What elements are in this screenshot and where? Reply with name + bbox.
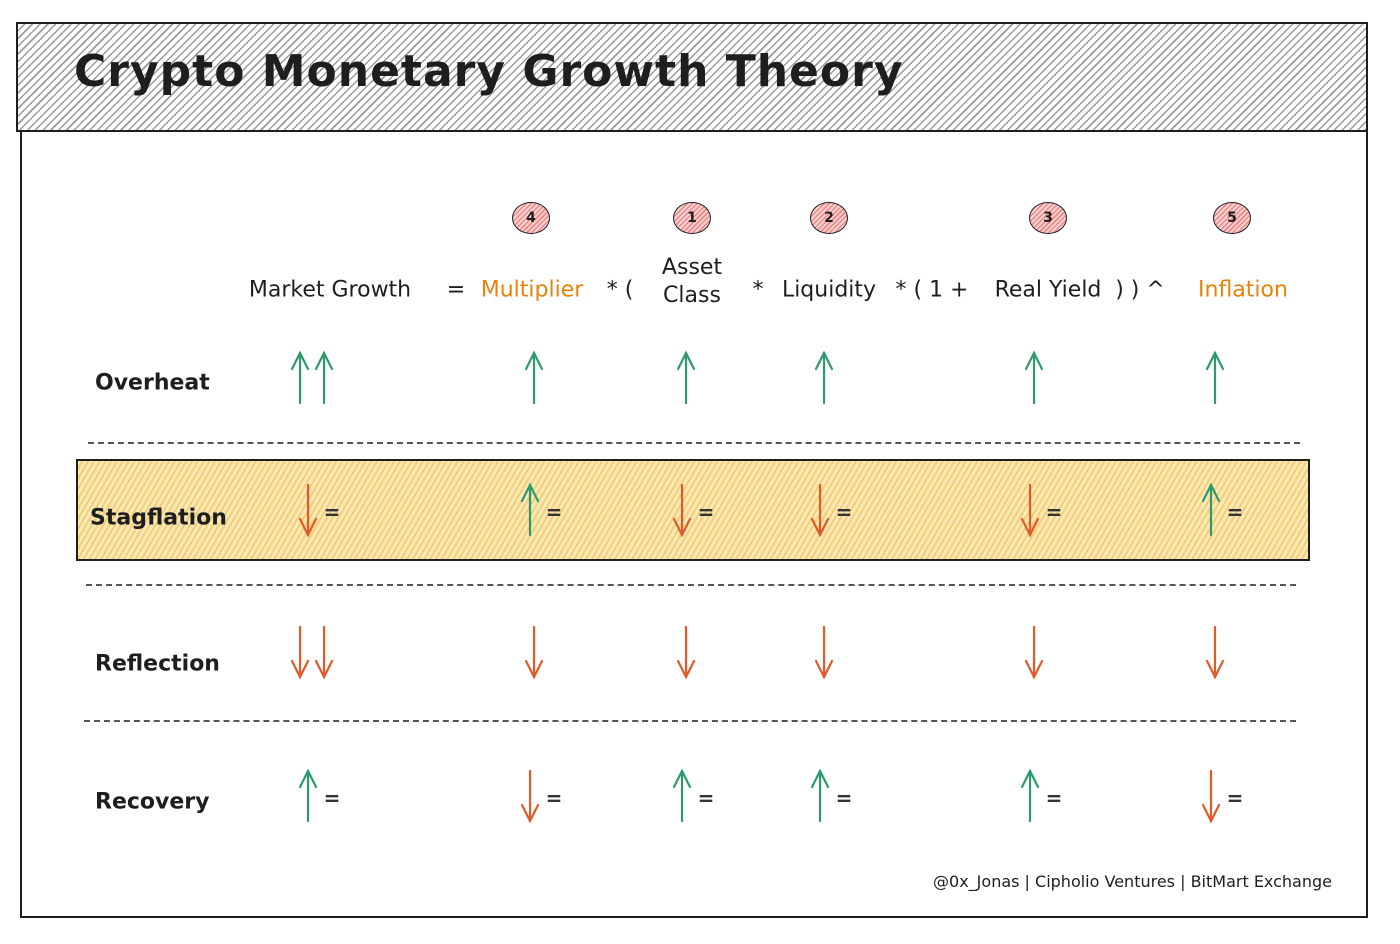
term-multiplier: Multiplier [480, 277, 584, 303]
page-title: Crypto Monetary Growth Theory [74, 46, 904, 97]
arrow-overheat-inflation [1205, 350, 1225, 405]
arrow-reflection-liquidity [814, 625, 834, 680]
arrow-overheat-market-growth-b [314, 350, 334, 405]
arrow-overheat-multiplier [524, 350, 544, 405]
arrow-overheat-asset-class [676, 350, 696, 405]
badge-liquidity: 2 [810, 202, 848, 234]
arrow-overheat-real-yield [1024, 350, 1044, 405]
term-market-growth: Market Growth [248, 277, 412, 303]
asset-line-1: Asset [661, 255, 723, 280]
badge-asset-class: 1 [673, 202, 711, 234]
asset-line-2: Class [663, 283, 721, 308]
term-liquidity: Liquidity [781, 277, 877, 303]
badge-real-yield: 3 [1029, 202, 1067, 234]
arrow-stagflation-market-growth [298, 483, 318, 538]
equals-stagflation-multiplier: = [545, 500, 563, 524]
arrow-stagflation-real-yield [1020, 483, 1040, 538]
state-stagflation: Stagflation [90, 505, 227, 531]
term-inflation: Inflation [1198, 277, 1288, 303]
term-asset-class: Asset Class [662, 254, 722, 310]
separator-1 [88, 442, 1300, 444]
arrow-stagflation-multiplier [520, 482, 540, 537]
equals-recovery-liquidity: = [835, 786, 853, 810]
equals-stagflation-market-growth: = [323, 500, 341, 524]
stagflation-highlight [76, 459, 1310, 561]
arrow-reflection-asset-class [676, 625, 696, 680]
arrow-recovery-inflation [1201, 769, 1221, 824]
equals-recovery-inflation: = [1226, 786, 1244, 810]
arrow-overheat-market-growth-a [290, 350, 310, 405]
equals-recovery-real-yield: = [1045, 786, 1063, 810]
equals-stagflation-asset-class: = [697, 500, 715, 524]
arrow-overheat-liquidity [814, 350, 834, 405]
arrow-reflection-real-yield [1024, 625, 1044, 680]
arrow-recovery-liquidity [810, 768, 830, 823]
equals-stagflation-real-yield: = [1045, 500, 1063, 524]
equals-recovery-asset-class: = [697, 786, 715, 810]
arrow-stagflation-inflation [1201, 482, 1221, 537]
badge-multiplier: 4 [512, 202, 550, 234]
equals-stagflation-inflation: = [1226, 500, 1244, 524]
op-multiply: * [752, 277, 764, 303]
state-recovery: Recovery [95, 789, 210, 815]
arrow-recovery-multiplier [520, 769, 540, 824]
op-one-plus: * ( 1 + [895, 277, 969, 303]
arrow-reflection-market-growth-a [290, 625, 310, 680]
op-equals: = [446, 277, 466, 303]
equals-recovery-market-growth: = [323, 786, 341, 810]
term-real-yield: Real Yield [994, 277, 1102, 303]
title-banner [16, 22, 1368, 132]
separator-3 [84, 720, 1296, 722]
state-reflection: Reflection [95, 651, 220, 677]
author-credit: @0x_Jonas | Cipholio Ventures | BitMart … [933, 872, 1332, 891]
op-multiply-open: * ( [606, 277, 634, 303]
equals-recovery-multiplier: = [545, 786, 563, 810]
arrow-stagflation-liquidity [810, 483, 830, 538]
op-close-power: ) ) ^ [1115, 277, 1165, 303]
separator-2 [86, 584, 1296, 586]
arrow-reflection-inflation [1205, 625, 1225, 680]
equals-stagflation-liquidity: = [835, 500, 853, 524]
state-overheat: Overheat [95, 370, 210, 396]
badge-inflation: 5 [1213, 202, 1251, 234]
arrow-recovery-asset-class [672, 768, 692, 823]
arrow-recovery-market-growth [298, 768, 318, 823]
arrow-reflection-market-growth-b [314, 625, 334, 680]
arrow-reflection-multiplier [524, 625, 544, 680]
arrow-stagflation-asset-class [672, 483, 692, 538]
arrow-recovery-real-yield [1020, 768, 1040, 823]
